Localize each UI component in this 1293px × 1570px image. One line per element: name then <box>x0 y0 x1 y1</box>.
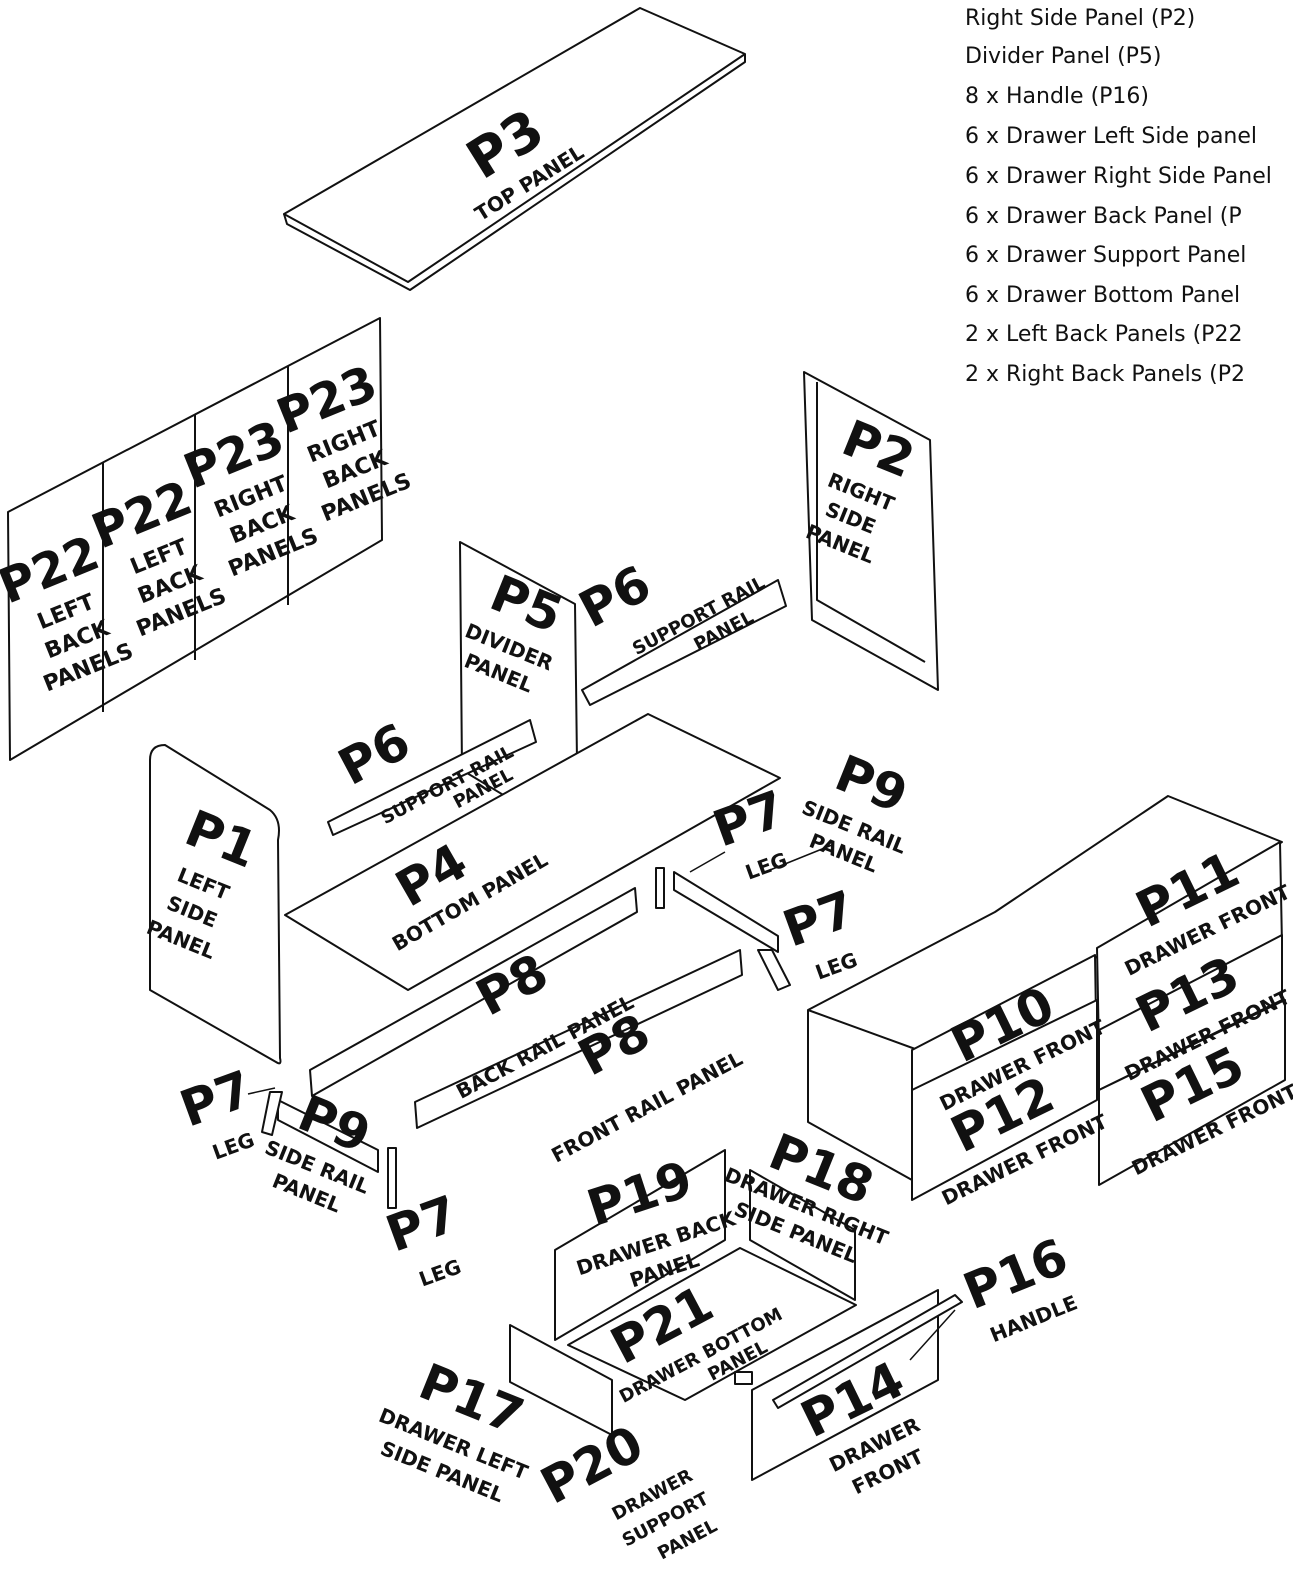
parts-list: Right Side Panel (P2) Divider Panel (P5)… <box>965 0 1293 400</box>
drawer-support-shape <box>734 1371 753 1385</box>
support-rail-right-shape <box>581 579 787 706</box>
leg-shape-b <box>387 1147 397 1209</box>
label-p8b-line1: FRONT RAIL PANEL <box>547 1046 746 1167</box>
drawer-bottom-shape <box>567 1247 857 1401</box>
drawer-back-shape <box>554 1149 726 1341</box>
drawer-front-p13 <box>1098 934 1283 1091</box>
label-p7d-line1: LEG <box>416 1254 464 1291</box>
support-rail-left-shape <box>327 719 537 836</box>
drawer-left-side-shape <box>509 1324 613 1436</box>
back-rail-shape <box>309 887 638 1097</box>
front-rail-shape <box>414 949 743 1129</box>
label-p7b-line1: LEG <box>812 947 860 984</box>
leg-shape-d <box>261 1091 283 1136</box>
label-p6a-id: P6 <box>570 554 660 639</box>
right-side-panel-shape <box>803 371 939 691</box>
label-p7a-line1: LEG <box>742 847 790 884</box>
drawer-front-p15 <box>1098 999 1286 1186</box>
handle-shape <box>772 1294 963 1409</box>
label-p7c-id: P7 <box>173 1060 260 1139</box>
parts-list-item: 2 x Right Back Panels (P2 <box>965 362 1245 387</box>
parts-list-item: 6 x Drawer Bottom Panel <box>965 283 1241 308</box>
parts-list-item: 6 x Drawer Right Side Panel <box>965 164 1272 189</box>
parts-list-item: Divider Panel (P5) <box>965 44 1162 69</box>
leg-shape-c <box>757 949 791 991</box>
leader-lines <box>247 844 956 1361</box>
part-shapes <box>7 7 1286 1481</box>
drawer-right-side-shape <box>749 1169 856 1301</box>
side-rail-right-shape <box>673 871 779 953</box>
parts-list-item: 6 x Drawer Support Panel <box>965 243 1247 268</box>
parts-list-item: 6 x Drawer Left Side panel <box>965 124 1258 149</box>
parts-list-item: 6 x Drawer Back Panel (P <box>965 204 1242 229</box>
label-p7c-line1: LEG <box>209 1127 257 1164</box>
parts-list-item: Right Side Panel (P2) <box>965 6 1196 31</box>
drawer-front-p12 <box>911 999 1098 1201</box>
bottom-panel-shape <box>284 713 781 991</box>
left-side-panel-shape <box>149 744 282 1065</box>
label-p7b-id: P7 <box>776 880 863 959</box>
parts-list-item: 8 x Handle (P16) <box>965 84 1150 109</box>
leg-shape-a <box>655 867 665 909</box>
parts-list-item: 2 x Left Back Panels (P22 <box>965 322 1243 347</box>
